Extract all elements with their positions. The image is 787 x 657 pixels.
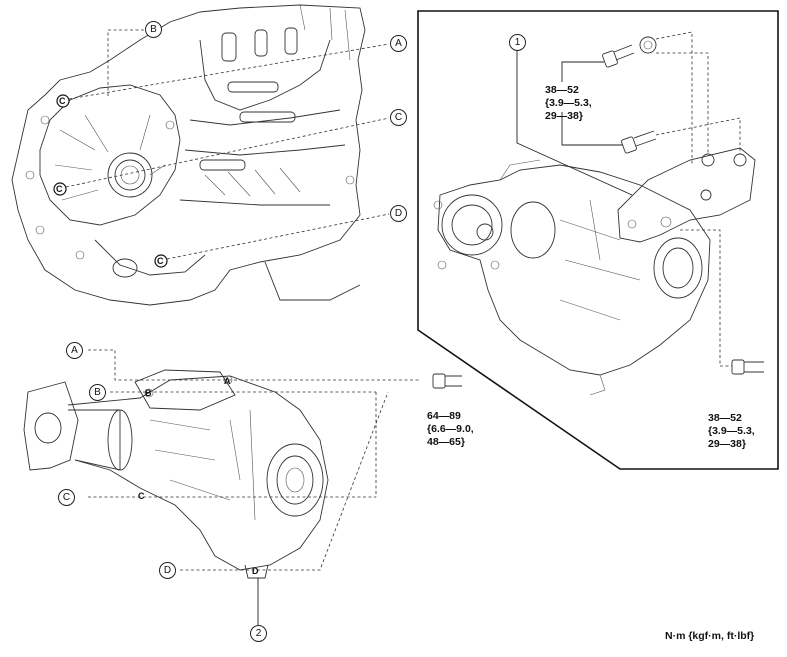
bolt-marker-c-3: C: [157, 256, 164, 266]
callout-c-transfer: C: [58, 489, 75, 506]
bolt-marker-c-2: C: [56, 184, 63, 194]
bracket-drawing: [617, 147, 756, 243]
callout-a-case: A: [390, 35, 407, 52]
bolt-marker-b-transfer: B: [145, 388, 152, 398]
callout-d-case: D: [390, 205, 407, 222]
transfer-leader-lines: [88, 349, 420, 625]
transfer-bolt-drawing: [432, 373, 462, 389]
bolt-marker-c-1: C: [59, 96, 66, 106]
part-number-1: 1: [509, 34, 526, 51]
case-leader-lines: [65, 29, 390, 260]
callout-a-transfer: A: [66, 342, 83, 359]
callout-c-case: C: [390, 109, 407, 126]
transaxle-case-drawing: [11, 4, 366, 306]
bolt-marker-c-transfer: C: [138, 491, 145, 501]
callout-d-transfer: D: [159, 562, 176, 579]
detail-leader-lines: [516, 31, 741, 367]
callout-b-case: B: [145, 21, 162, 38]
detail-frame: [417, 10, 779, 470]
part-number-2: 2: [250, 625, 267, 642]
bolt-marker-a-transfer: A: [224, 376, 231, 386]
bolt-marker-d-transfer: D: [252, 566, 259, 576]
transfer-detail-drawing: [433, 159, 711, 396]
transfer-lower-drawing: [23, 369, 329, 579]
detail-bolts: [602, 36, 764, 375]
callout-b-transfer: B: [89, 384, 106, 401]
case-bolt-markers: [53, 94, 168, 268]
torque-spec-transfer: 64—89 {6.6—9.0, 48—65}: [427, 410, 474, 448]
torque-units-label: N·m {kgf·m, ft·lbf}: [665, 630, 755, 642]
torque-spec-bracket-upper: 38—52 {3.9—5.3, 29—38}: [545, 84, 592, 122]
torque-spec-bracket-lower: 38—52 {3.9—5.3, 29—38}: [708, 412, 755, 450]
